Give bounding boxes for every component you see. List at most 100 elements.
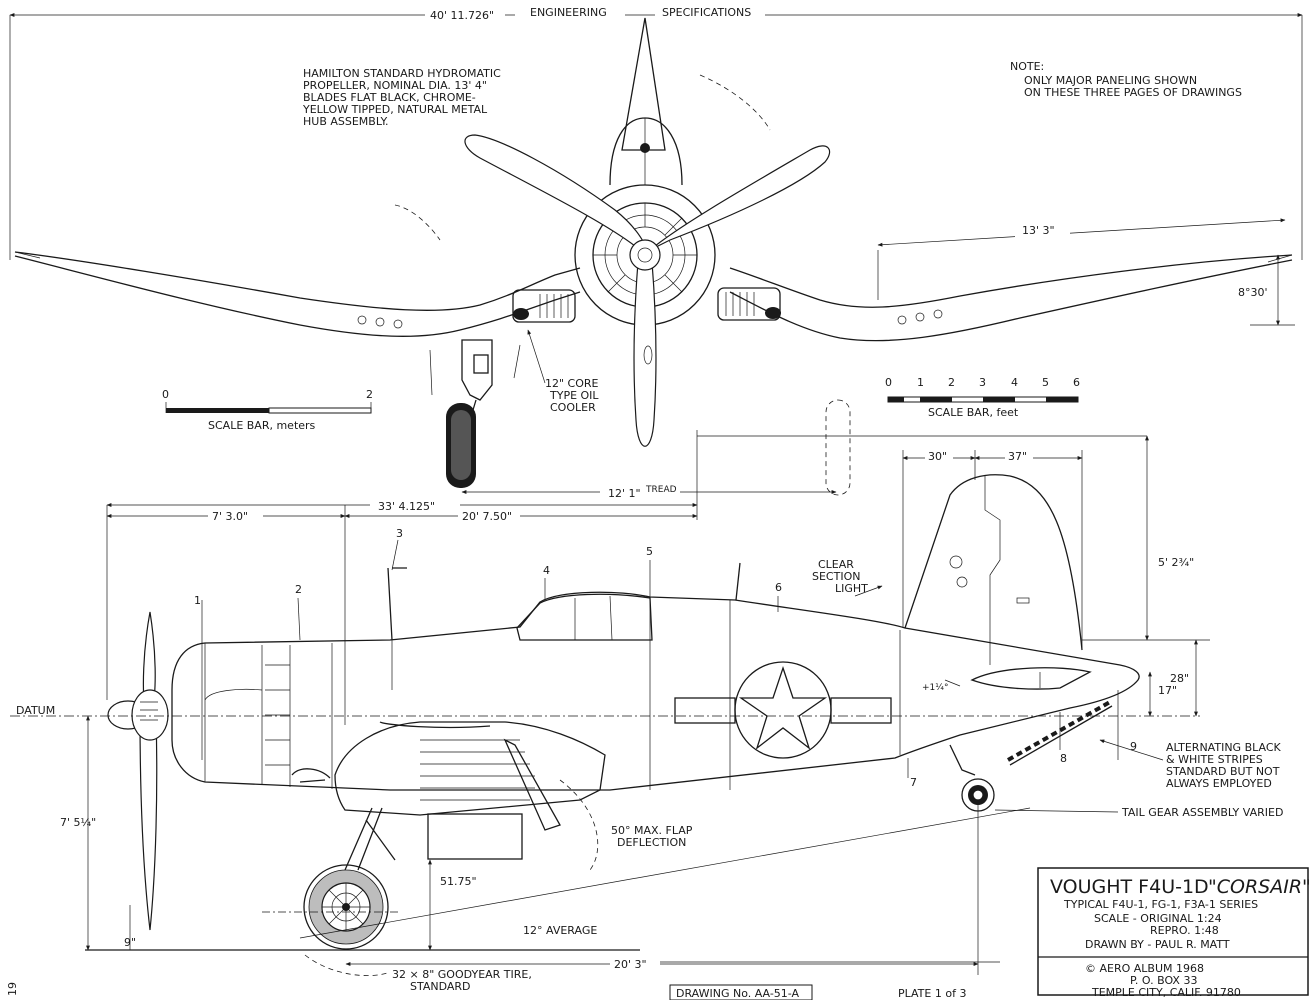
tire-line: 32 × 8" GOODYEAR TIRE, [392, 968, 532, 981]
fuselage-side [171, 591, 1140, 791]
paneling-note: NOTE: ONLY MAJOR PANELING SHOWN ON THESE… [1010, 60, 1242, 99]
propeller-note-line: BLADES FLAT BLACK, CHROME- [303, 91, 476, 104]
outer-panel-dimension: 13' 3" [1022, 224, 1055, 237]
note-line: ON THESE THREE PAGES OF DRAWINGS [1024, 86, 1242, 99]
propeller-note-line: HUB ASSEMBLY. [303, 115, 389, 128]
flap-line: DEFLECTION [617, 836, 686, 849]
scale-tick-label: 6 [1073, 376, 1080, 389]
station-7: 7 [910, 776, 917, 789]
prop-height-dimension: 7' 5¼" [60, 816, 96, 829]
title-scale-repro: REPRO. 1:48 [1150, 924, 1219, 937]
main-wheel-side [303, 864, 389, 950]
span-dimension: 40' 11.726" [430, 9, 494, 22]
scale-tick-label: 1 [917, 376, 924, 389]
footer: DRAWING No. AA-51-A PLATE 1 of 3 19 [6, 982, 966, 1000]
title-block: VOUGHT F4U-1D "CORSAIR" TYPICAL F4U-1, F… [1037, 867, 1311, 999]
ground-clearance-dimension: 9" [124, 936, 136, 949]
scale-bar-feet: 0 1 2 3 4 5 6 SCALE BAR, feet [885, 376, 1080, 419]
propeller-blade-top-right [649, 145, 831, 251]
tread-dimension: 12' 1" [608, 487, 641, 500]
title-name: VOUGHT F4U-1D [1050, 876, 1209, 898]
datum-label: DATUM [16, 704, 55, 717]
drawing-number: DRAWING No. AA-51-A [676, 987, 800, 1000]
main-gear-side [344, 807, 396, 871]
station-6: 6 [775, 581, 782, 594]
nose-to-wing-dimension: 7' 3.0" [212, 510, 248, 523]
length-dimension: 33' 4.125" [378, 500, 435, 513]
clear-section-line: LIGHT [835, 582, 868, 595]
vertical-fin [904, 474, 1083, 651]
scale-tick-label: 4 [1011, 376, 1018, 389]
propeller-note-line: HAMILTON STANDARD HYDROMATIC [303, 67, 501, 80]
note-line: ONLY MAJOR PANELING SHOWN [1024, 74, 1197, 87]
station-1: 1 [194, 594, 201, 607]
scale-tick-label: 0 [162, 388, 169, 401]
tail-17-dimension: 17" [1158, 684, 1177, 697]
tail-angle-dimension: +1¼° [922, 683, 949, 693]
tread-label: TREAD [645, 485, 677, 495]
main-gear-left-front [461, 339, 493, 401]
right-wing-front [729, 254, 1293, 308]
propeller-note: HAMILTON STANDARD HYDROMATIC PROPELLER, … [302, 67, 501, 128]
average-angle: 12° AVERAGE [523, 924, 597, 937]
gear-height-dimension: 51.75" [440, 875, 477, 888]
station-8: 8 [1060, 752, 1067, 765]
scale-tick-label: 0 [885, 376, 892, 389]
stripes-line: ALTERNATING BLACK [1166, 741, 1282, 754]
stripes-line: & WHITE STRIPES [1166, 753, 1263, 766]
vertical-fin-front [621, 17, 666, 151]
station-3: 3 [396, 527, 403, 540]
title-drawn-by: DRAWN BY - PAUL R. MATT [1085, 938, 1230, 951]
propeller-side [139, 611, 158, 931]
clear-section-line: SECTION [812, 570, 860, 583]
national-insignia [734, 661, 832, 759]
fin-30-dimension: 30" [928, 450, 947, 463]
oil-cooler-line: 12" CORE [545, 377, 599, 390]
side-view: DATUM 1 2 3 4 5 6 7 8 9 CLEAR SECTION LI… [10, 430, 1283, 993]
stripes-line: ALWAYS EMPLOYED [1166, 777, 1272, 790]
header: 40' 11.726" ENGINEERING SPECIFICATIONS [9, 6, 1303, 260]
header-title-left: ENGINEERING [530, 6, 607, 19]
scale-tick-label: 5 [1042, 376, 1049, 389]
station-5: 5 [646, 545, 653, 558]
fin-37-dimension: 37" [1008, 450, 1027, 463]
propeller-blade-top-left [464, 134, 646, 251]
station-2: 2 [295, 583, 302, 596]
stripes-line: STANDARD BUT NOT [1166, 765, 1280, 778]
title-city: TEMPLE CITY, CALIF. 91780 [1091, 986, 1241, 999]
clear-section-line: CLEAR [818, 558, 854, 571]
page-mark: 19 [6, 982, 19, 996]
flap-line: 50° MAX. FLAP [611, 824, 693, 837]
title-nickname: "CORSAIR" [1208, 876, 1311, 898]
scale-bar-label: SCALE BAR, feet [928, 406, 1019, 419]
propeller-note-line: YELLOW TIPPED, NATURAL METAL [302, 103, 488, 116]
scale-tick-label: 2 [366, 388, 373, 401]
station-4: 4 [543, 564, 550, 577]
note-heading: NOTE: [1010, 60, 1044, 73]
title-pobox: P. O. BOX 33 [1130, 974, 1197, 987]
title-series: TYPICAL F4U-1, FG-1, F3A-1 SERIES [1063, 898, 1258, 911]
scale-bar-label: SCALE BAR, meters [208, 419, 316, 432]
fin-height-dimension: 5' 2¾" [1158, 556, 1194, 569]
scale-bar-meters: 0 2 SCALE BAR, meters [162, 388, 373, 432]
oil-cooler-note: 12" CORE TYPE OIL COOLER [527, 329, 599, 414]
scale-tick-label: 2 [948, 376, 955, 389]
plate-number: PLATE 1 of 3 [898, 987, 966, 1000]
tail-28-dimension: 28" [1170, 672, 1189, 685]
propeller-blade-bottom [633, 261, 657, 447]
front-view: 12' 1" TREAD 13' 3" 8°30' [14, 17, 1295, 500]
left-wing-front [14, 251, 581, 311]
wing-to-tail-dimension: 20' 7.50" [462, 510, 512, 523]
title-copyright: © AERO ALBUM 1968 [1085, 962, 1204, 975]
oil-cooler-line: TYPE OIL [549, 389, 599, 402]
tail-gear-note: TAIL GEAR ASSEMBLY VARIED [1121, 806, 1283, 819]
scale-tick-label: 3 [979, 376, 986, 389]
dihedral-dimension: 8°30' [1238, 286, 1268, 299]
title-scale-original: SCALE - ORIGINAL 1:24 [1094, 912, 1222, 925]
tire-line: STANDARD [410, 980, 471, 993]
oil-cooler-line: COOLER [550, 401, 596, 414]
propeller-note-line: PROPELLER, NOMINAL DIA. 13' 4" [303, 79, 487, 92]
wing-side [334, 721, 606, 816]
station-9: 9 [1130, 740, 1137, 753]
canopy [516, 593, 653, 641]
